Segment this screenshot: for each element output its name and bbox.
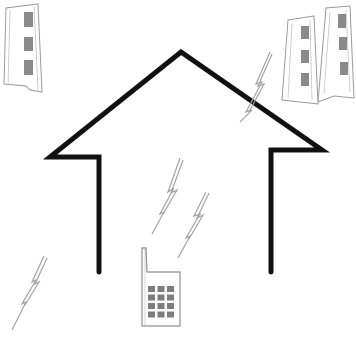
keypad-key: [167, 286, 174, 292]
keypad-key: [167, 312, 174, 318]
building-icon-right-tower-back: [282, 16, 318, 104]
window: [301, 50, 309, 63]
keypad-key: [158, 303, 165, 309]
keypad-key: [167, 295, 174, 301]
window: [301, 73, 309, 86]
keypad-key: [158, 312, 165, 318]
keypad-key: [167, 303, 174, 309]
window: [301, 26, 309, 39]
keypad-key: [158, 295, 165, 301]
keypad-key: [148, 295, 155, 301]
window: [339, 37, 347, 50]
window: [338, 14, 346, 28]
window: [24, 37, 33, 51]
keypad-key: [148, 312, 155, 318]
keypad-key: [148, 303, 155, 309]
keypad-key: [158, 286, 165, 292]
keypad-key: [148, 286, 155, 292]
building-icon-left-tower: [4, 4, 42, 92]
window: [24, 12, 33, 27]
window: [340, 62, 348, 75]
window: [24, 60, 33, 75]
